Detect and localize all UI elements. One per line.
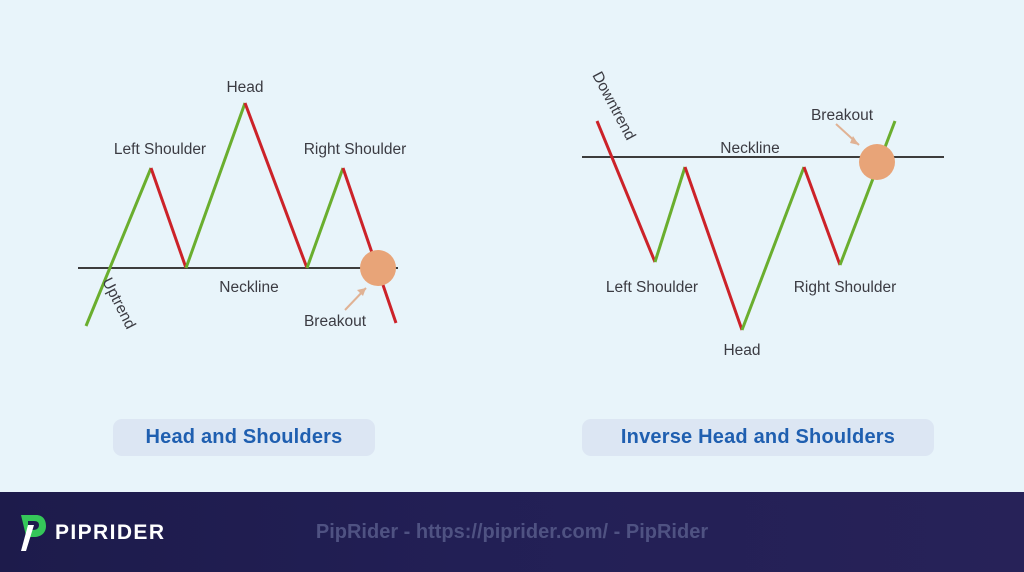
right-shoulder-rise-segment <box>653 166 687 263</box>
brand-logo-text: PIPRIDER <box>55 521 166 544</box>
right-downtrend-segment <box>595 120 657 263</box>
left-shoulder-decline-segment <box>149 167 188 269</box>
caption-head-and-shoulders: Head and Shoulders <box>113 419 375 456</box>
footer-bar <box>0 492 1024 572</box>
left-chart-group: Head Left Shoulder Right Shoulder Neckli… <box>78 79 406 332</box>
right-breakout-arrow-icon <box>835 123 860 146</box>
left-breakout-label: Breakout <box>304 313 367 330</box>
left-head-rise-segment <box>184 102 247 269</box>
right-head-rise-segment <box>740 166 806 331</box>
left-head-decline-segment <box>243 102 309 269</box>
right-right-shoulder-label: Right Shoulder <box>794 279 897 296</box>
brand-logo: PIPRIDER <box>18 513 165 553</box>
right-breakout-circle <box>859 144 895 180</box>
left-head-label: Head <box>226 79 263 96</box>
right-right-shoulder-decline-segment <box>802 166 842 266</box>
left-right-shoulder-rise-segment <box>305 167 345 269</box>
diagram-canvas: Head Left Shoulder Right Shoulder Neckli… <box>78 68 944 456</box>
right-left-shoulder-label: Left Shoulder <box>606 279 698 296</box>
right-chart-group: Head Left Shoulder Right Shoulder Neckli… <box>582 69 944 359</box>
right-breakout-label: Breakout <box>811 107 874 124</box>
right-head-decline-segment <box>683 166 744 331</box>
right-breakout-rise-segment <box>838 120 897 266</box>
left-right-shoulder-label: Right Shoulder <box>304 141 407 158</box>
caption-inverse-head-and-shoulders: Inverse Head and Shoulders <box>582 419 934 456</box>
left-uptrend-segment <box>84 167 153 327</box>
left-left-shoulder-label: Left Shoulder <box>114 141 206 158</box>
left-breakout-decline-segment <box>341 167 398 324</box>
left-uptrend-label: Uptrend <box>98 275 138 332</box>
right-downtrend-label: Downtrend <box>588 69 638 143</box>
left-breakout-arrow-icon <box>344 287 367 311</box>
patterns-svg: Head Left Shoulder Right Shoulder Neckli… <box>78 69 944 359</box>
piprider-logo-icon <box>21 515 46 551</box>
right-neckline-label: Neckline <box>720 140 779 157</box>
left-neckline-label: Neckline <box>219 279 278 296</box>
left-breakout-circle <box>360 250 396 286</box>
right-head-label: Head <box>723 342 760 359</box>
